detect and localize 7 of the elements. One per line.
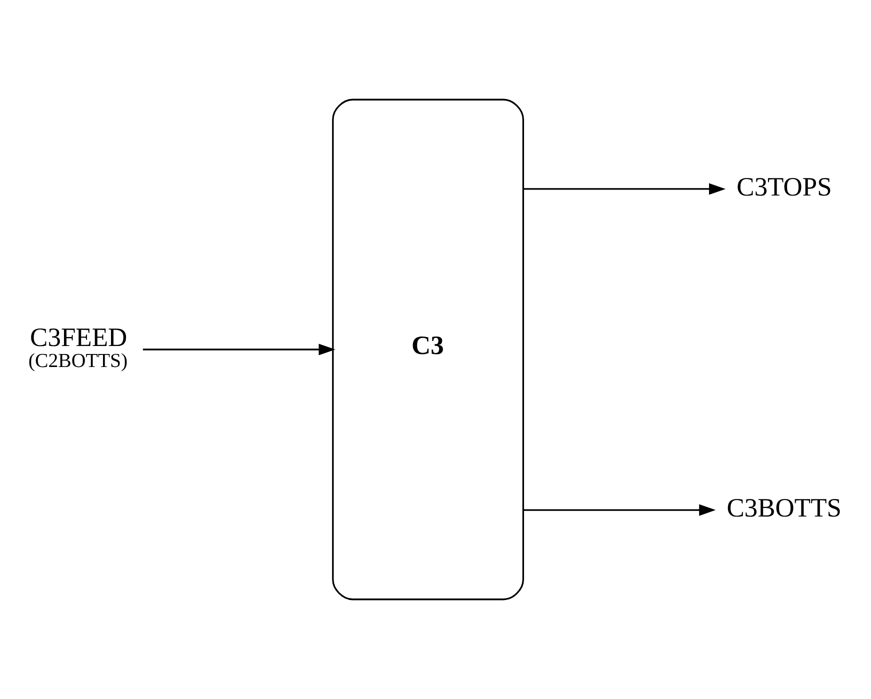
node-text: C3BOTTS bbox=[726, 492, 842, 522]
arrow bbox=[524, 183, 726, 195]
arrow bbox=[524, 504, 716, 516]
node-text: C3FEED (C2BOTTS) bbox=[28, 322, 128, 372]
arrow bbox=[142, 344, 336, 356]
node-text: C3TOPS bbox=[736, 171, 832, 202]
node-box: C3 bbox=[332, 98, 524, 600]
